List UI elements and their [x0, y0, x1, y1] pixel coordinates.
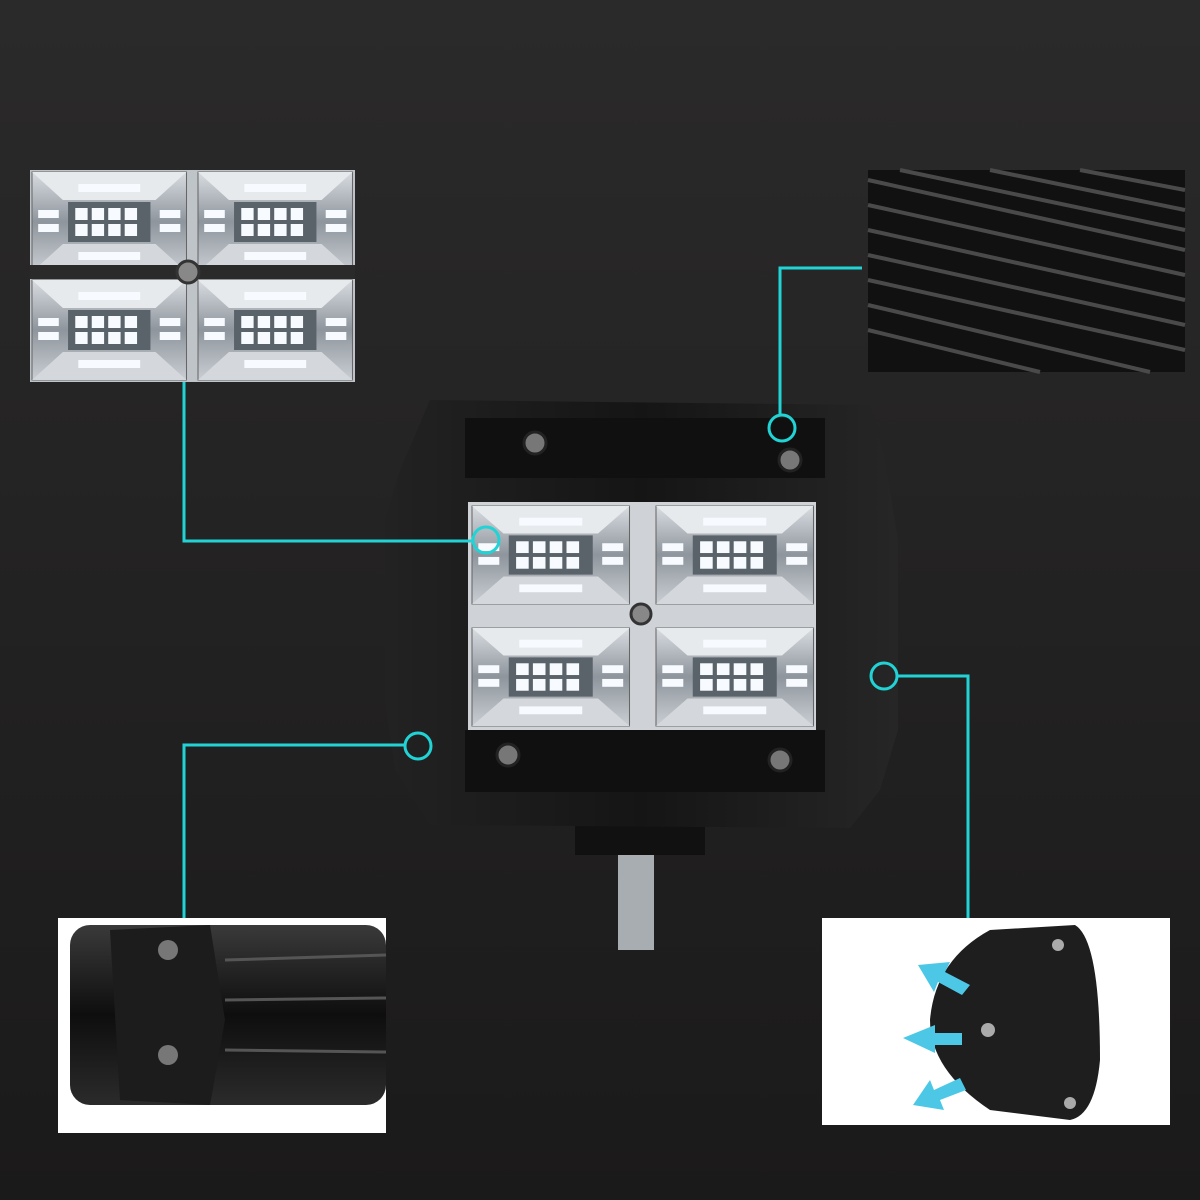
screw-icon [175, 259, 201, 285]
screw-icon [629, 602, 653, 626]
inset-led-closeup [30, 170, 355, 382]
airflow-arrow-icon [903, 962, 970, 1110]
callout-lines [182, 266, 970, 918]
mounting-bolt [618, 855, 654, 950]
callout-marker-icon [767, 413, 797, 443]
inset-aluminum-housing [58, 918, 387, 1133]
callout-marker-icon [869, 661, 899, 691]
main-work-light [385, 400, 898, 950]
callout-marker-icon [471, 525, 501, 555]
inset-side-bracket-airflow [822, 918, 1170, 1125]
inset-heat-sink-fins [867, 168, 1186, 374]
callout-marker-icon [403, 731, 433, 761]
